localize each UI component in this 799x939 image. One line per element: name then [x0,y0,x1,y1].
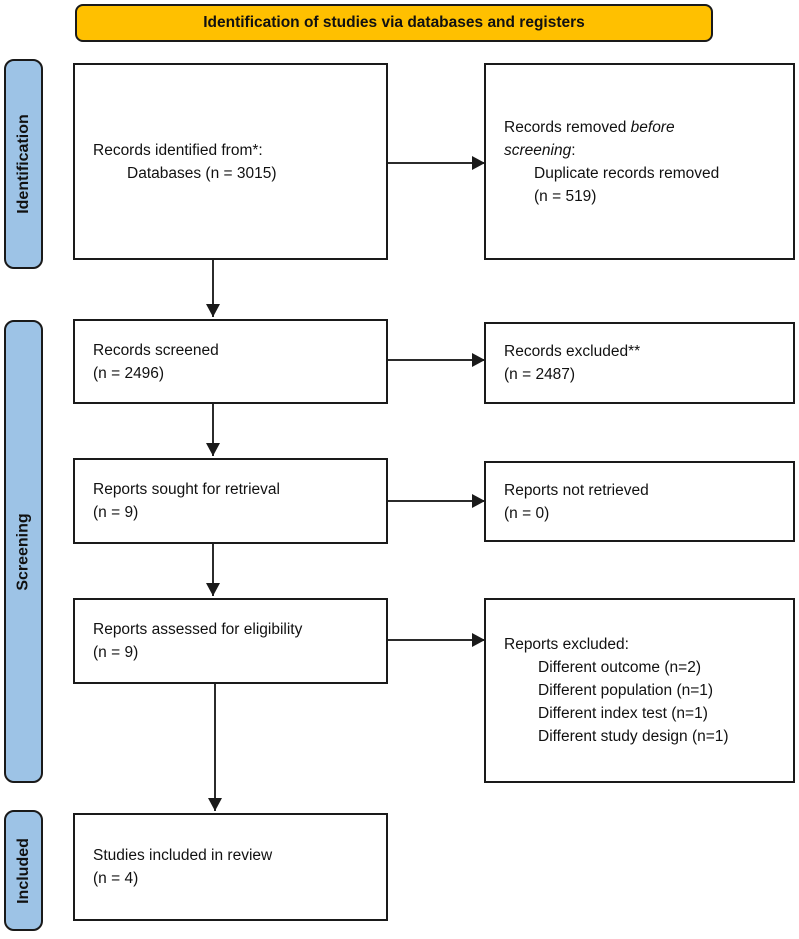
arrow-sought-to-assessed [206,544,220,596]
records-screened-count: (n = 2496) [93,364,165,382]
arrow-assessed-to-excluded [388,633,485,647]
reports-excluded-reason: Different study design (n=1) [538,728,729,745]
arrow-identified-to-removed [388,156,485,170]
reports-not-retrieved-title: Reports not retrieved [504,481,649,499]
arrow-assessed-to-included [208,684,222,811]
records-identified-detail: Databases (n = 3015) [127,164,277,182]
banner-label: Identification of studies via databases … [203,14,585,31]
records-removed-title-line1: Records removed before [504,118,675,136]
reports-assessed-count: (n = 9) [93,644,139,661]
stage-bar-included: Included [4,810,43,931]
box-records-screened: Records screened (n = 2496) [73,319,388,404]
reports-excluded-reason: Different population (n=1) [538,682,714,699]
stage-label-identification: Identification [14,114,32,214]
box-reports-assessed: Reports assessed for eligibility (n = 9) [73,598,388,684]
studies-included-title: Studies included in review [93,847,273,864]
box-records-removed: Records removed before screening: Duplic… [484,63,795,260]
box-reports-sought: Reports sought for retrieval (n = 9) [73,458,388,544]
box-reports-not-retrieved: Reports not retrieved (n = 0) [484,461,795,542]
records-excluded-title: Records excluded** [504,343,641,360]
reports-sought-count: (n = 9) [93,504,139,521]
box-records-excluded: Records excluded** (n = 2487) [484,322,795,404]
reports-not-retrieved-count: (n = 0) [504,504,550,522]
reports-assessed-title: Reports assessed for eligibility [93,621,303,638]
reports-excluded-reason: Different index test (n=1) [538,705,708,722]
stage-label-included: Included [14,837,32,904]
reports-excluded-reason: Different outcome (n=2) [538,659,701,676]
arrow-screened-to-excluded [388,353,485,367]
records-removed-detail: Duplicate records removed [534,164,720,182]
records-removed-count: (n = 519) [534,187,597,205]
records-identified-title: Records identified from*: [93,141,263,159]
stage-bar-screening: Screening [4,320,43,783]
box-studies-included: Studies included in review (n = 4) [73,813,388,921]
reports-sought-title: Reports sought for retrieval [93,481,280,498]
banner-databases-registers: Identification of studies via databases … [75,4,713,42]
stage-label-screening: Screening [14,512,32,591]
records-excluded-count: (n = 2487) [504,366,576,383]
arrow-sought-to-not-retrieved [388,494,485,508]
box-records-identified: Records identified from*: Databases (n =… [73,63,388,260]
box-reports-excluded: Reports excluded: Different outcome (n=2… [484,598,795,783]
reports-excluded-title: Reports excluded: [504,636,629,653]
arrow-screened-to-sought [206,404,220,456]
records-screened-title: Records screened [93,341,219,359]
stage-bar-identification: Identification [4,59,43,269]
records-removed-title-line2: screening: [504,141,576,159]
studies-included-count: (n = 4) [93,870,139,887]
arrow-identified-to-screened [206,260,220,317]
